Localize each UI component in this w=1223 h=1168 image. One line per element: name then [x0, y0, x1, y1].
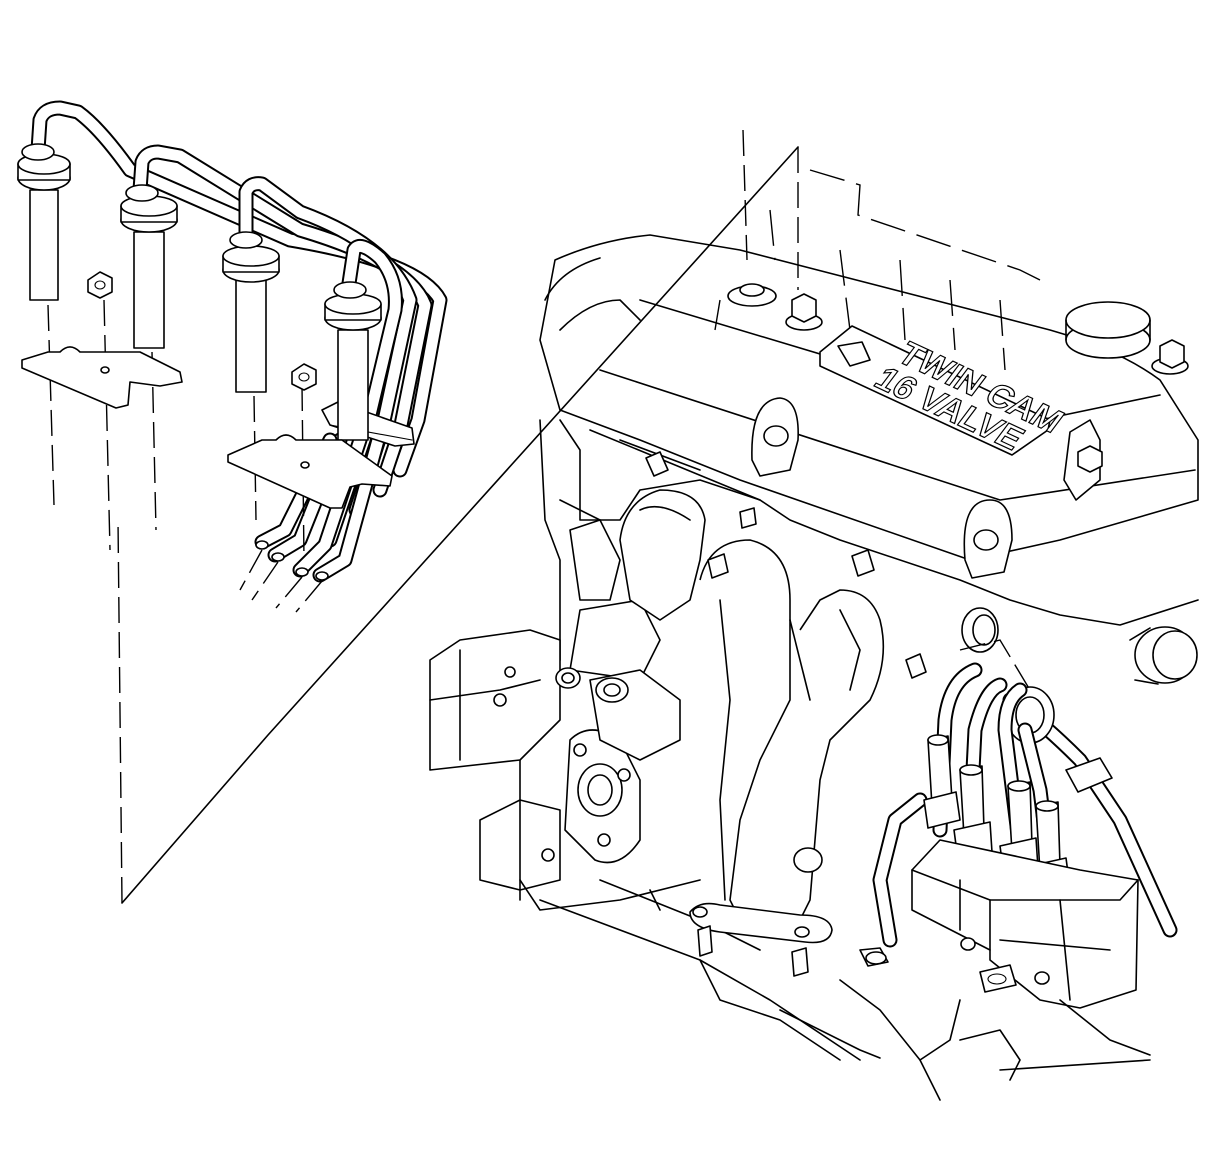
coolant-sensor-block: [555, 667, 681, 761]
cover-bolt-1: [727, 283, 777, 307]
exhaust-manifold: [619, 489, 885, 944]
cover-bolt-3: [1151, 339, 1189, 375]
cover-bolt-2: [785, 293, 823, 331]
cam-cover-nameplate: TWIN CAM 16 VALVE: [819, 325, 1071, 458]
plug-tube-seal: [961, 607, 999, 653]
cover-bolt-4: [1063, 419, 1103, 501]
plug-well-2: [963, 499, 1013, 579]
plug-boot-2: [120, 184, 178, 349]
detail-leader-lines: [117, 129, 799, 904]
oil-filler-cap: [1065, 301, 1151, 359]
water-outlet-flange: [564, 729, 641, 864]
wire-bracket-rear: [227, 434, 393, 509]
coil-boot-1: [923, 734, 961, 829]
plug-boot-1: [17, 143, 71, 301]
plug-well-1: [751, 397, 799, 477]
cam-end-plug: [1129, 626, 1198, 685]
bracket-nut-1: [87, 271, 113, 299]
thermostat-housing: [429, 629, 561, 771]
ignition-coil-module: [911, 839, 1139, 1009]
bracket-nut-2: [291, 363, 317, 391]
engine-assembly: TWIN CAM 16 VALVE: [429, 169, 1199, 1101]
wire-bracket-front: [21, 346, 183, 409]
plug-boot-3: [222, 231, 280, 393]
coil-connector: [979, 964, 1017, 993]
plug-boot-4: [324, 281, 382, 441]
manifold-studs: [645, 451, 927, 977]
